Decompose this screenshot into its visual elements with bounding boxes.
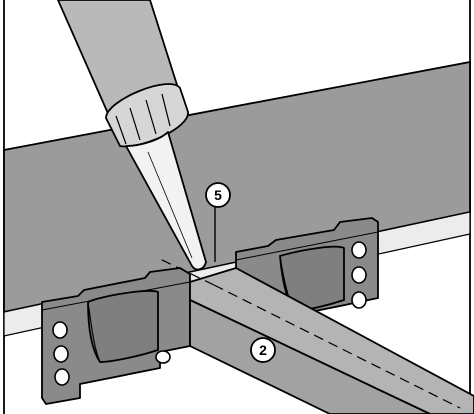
cap-ridge-4 bbox=[161, 93, 171, 127]
left-hinge-roll-shadow bbox=[87, 301, 101, 363]
cap-ridge-1 bbox=[115, 115, 127, 145]
guide-rail-side-face bbox=[189, 299, 431, 414]
right-bracket-hole-2 bbox=[351, 266, 367, 284]
left-hinge-roll bbox=[87, 290, 159, 363]
callout-2-circle bbox=[250, 337, 276, 363]
guide-rail-icon bbox=[157, 257, 474, 414]
callout-sealant-point: 5 bbox=[205, 182, 231, 262]
sealant-tube-icon bbox=[57, 0, 207, 271]
cap-ridge-2 bbox=[129, 107, 141, 141]
left-bracket-hole-1 bbox=[52, 321, 68, 339]
callout-5-label: 5 bbox=[214, 187, 222, 203]
left-hinge-bracket-icon bbox=[41, 267, 191, 405]
cap-ridge-3 bbox=[145, 99, 157, 135]
right-bracket-hole-1 bbox=[351, 241, 367, 259]
guide-rail-underside-centerline bbox=[157, 257, 215, 286]
guide-rail-centerline bbox=[213, 284, 461, 409]
callout-5-circle bbox=[205, 182, 231, 208]
left-bracket-hole-3 bbox=[54, 368, 70, 386]
left-bracket-hole-2 bbox=[53, 345, 69, 363]
callout-guide-rail: 2 bbox=[250, 337, 276, 363]
right-bracket-hole-3 bbox=[351, 291, 367, 309]
right-bracket-fold bbox=[235, 231, 379, 261]
callout-2-label: 2 bbox=[259, 342, 267, 358]
right-hinge-roll bbox=[279, 245, 345, 313]
left-bracket-hole-4 bbox=[155, 350, 171, 364]
nozzle-highlight bbox=[147, 151, 193, 259]
sealant-nozzle bbox=[125, 131, 207, 271]
